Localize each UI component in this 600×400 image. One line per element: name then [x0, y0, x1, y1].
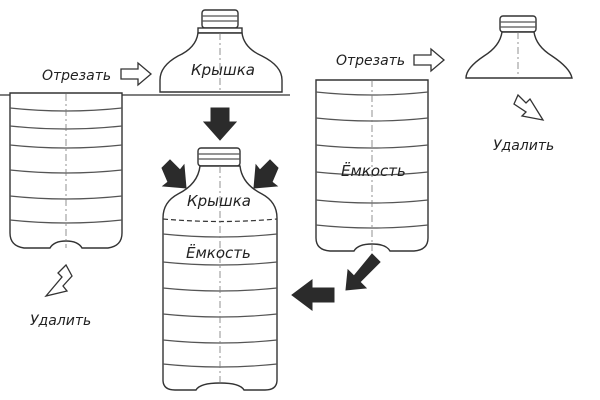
- remove-label-left: Удалить: [30, 313, 91, 329]
- hollow-arrow-icon: [513, 93, 545, 121]
- right-container: [315, 79, 429, 252]
- assembled-bottle: [162, 147, 278, 391]
- container-label-assembled: Ёмкость: [186, 243, 251, 262]
- right-neck-piece: [465, 15, 573, 79]
- cap-label-top: Крышка: [191, 61, 255, 79]
- remove-label-right: Удалить: [493, 138, 554, 154]
- cap-piece: [159, 9, 283, 93]
- cut-label-right: Отрезать: [336, 53, 405, 69]
- solid-arrow-icon: [253, 159, 279, 189]
- hollow-arrow-icon: [413, 47, 446, 73]
- solid-arrow-icon: [161, 159, 187, 189]
- hollow-arrow-icon: [44, 263, 73, 298]
- cap-label-assembled: Крышка: [187, 192, 251, 210]
- solid-arrow-icon: [291, 279, 335, 311]
- hollow-arrow-icon: [120, 61, 153, 87]
- left-bottle-bottom: [9, 92, 123, 249]
- cut-label-left: Отрезать: [42, 68, 111, 84]
- solid-arrow-icon: [345, 253, 381, 291]
- container-label-right: Ёмкость: [341, 161, 406, 180]
- solid-arrow-icon: [202, 107, 238, 141]
